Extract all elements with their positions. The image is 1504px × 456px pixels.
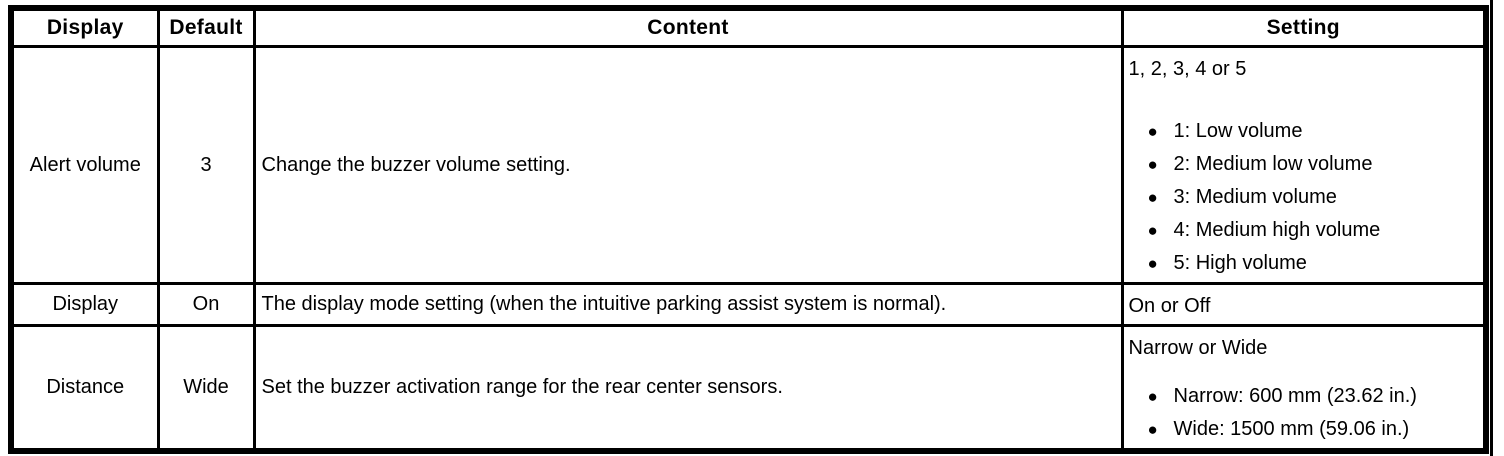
cell-content-text: Change the buzzer volume setting. [252,44,1124,285]
cell-display-name: Distance [9,323,160,452]
table-row-alert-volume: Alert volume 3 Change the buzzer volume … [9,44,1488,285]
bullet-text: 1: Low volume [1173,119,1303,142]
header-row: Display Default Content Setting [9,6,1488,48]
cell-default-value: On [156,281,256,327]
cell-setting-options: Narrow or Wide ● Narrow: 600 mm (23.62 i… [1120,323,1488,452]
spacer [1129,85,1482,115]
bullet-item: ● Wide: 1500 mm (59.06 in.) [1129,413,1482,446]
bullet-text: 2: Medium low volume [1173,152,1373,175]
cell-display-name: Alert volume [9,44,160,285]
bullet-text: Wide: 1500 mm (59.06 in.) [1173,417,1410,440]
bullet-icon: ● [1147,121,1158,141]
bullet-icon: ● [1147,419,1158,439]
cell-setting-options: On or Off [1120,281,1488,327]
table-row-distance: Distance Wide Set the buzzer activation … [9,323,1488,452]
bullet-text: 5: High volume [1173,251,1307,274]
bullet-item: ● 4: Medium high volume [1129,214,1482,247]
bullet-item: ● 2: Medium low volume [1129,148,1482,181]
bullet-item: ● 1: Low volume [1129,115,1482,148]
cell-content-text: Set the buzzer activation range for the … [252,323,1124,452]
bullet-list: ● 1: Low volume ● 2: Medium low volume ●… [1129,115,1482,280]
col-header-content: Content [252,6,1124,48]
bullet-text: Narrow: 600 mm (23.62 in.) [1173,384,1417,407]
bullet-icon: ● [1147,187,1158,207]
bullet-icon: ● [1147,386,1158,406]
page-edge-line [1490,0,1493,456]
bullet-item: ● 5: High volume [1129,247,1482,280]
bullet-icon: ● [1147,220,1158,240]
setting-intro: Narrow or Wide [1128,336,1268,359]
cell-setting-options: 1, 2, 3, 4 or 5 ● 1: Low volume ● 2: Med… [1120,44,1488,285]
col-header-default: Default [156,6,256,48]
setting-intro: On or Off [1128,294,1211,317]
col-header-display: Display [9,6,160,48]
bullet-text: 3: Medium volume [1173,185,1337,208]
settings-table: Display Default Content Setting Alert vo… [8,5,1489,454]
bullet-list: ● Narrow: 600 mm (23.62 in.) ● Wide: 150… [1129,380,1482,446]
bullet-item: ● Narrow: 600 mm (23.62 in.) [1129,380,1482,413]
cell-default-value: Wide [156,323,256,452]
setting-intro: 1, 2, 3, 4 or 5 [1128,57,1247,80]
bullet-icon: ● [1147,253,1158,273]
table-row-display: Display On The display mode setting (whe… [9,281,1488,327]
cell-display-name: Display [9,281,160,327]
col-header-setting: Setting [1120,6,1488,48]
bullet-text: 4: Medium high volume [1173,218,1381,241]
bullet-icon: ● [1147,154,1158,174]
bullet-item: ● 3: Medium volume [1129,181,1482,214]
cell-default-value: 3 [156,44,256,285]
cell-content-text: The display mode setting (when the intui… [252,281,1124,327]
spacer [1129,364,1482,380]
